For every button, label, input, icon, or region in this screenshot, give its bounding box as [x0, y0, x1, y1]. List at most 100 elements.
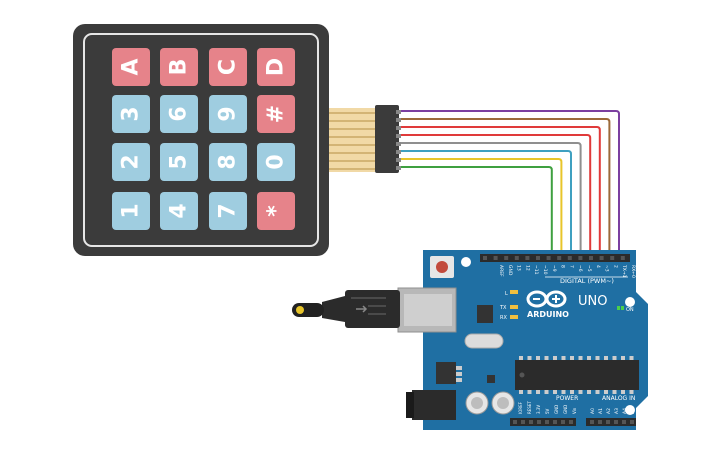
keypad-key-label: B: [167, 59, 192, 76]
keypad-key[interactable]: 8: [209, 143, 247, 181]
keypad-key[interactable]: C: [209, 48, 247, 86]
digital-pin-label: ~6: [577, 265, 583, 272]
usb-strain-relief: [322, 296, 345, 322]
keypad-connector: [375, 105, 399, 173]
digital-pin-label: 8: [560, 265, 566, 268]
usb-chip: [477, 305, 493, 323]
jumper-wire[interactable]: [401, 110, 620, 258]
digital-label: DIGITAL (PWM~): [560, 277, 614, 285]
rx-led: [510, 315, 518, 319]
power-pin-label: GND: [554, 405, 559, 414]
keypad-key[interactable]: D: [257, 48, 295, 86]
jumper-wire[interactable]: [401, 142, 582, 258]
power-pin-label: 5V: [545, 408, 550, 414]
digital-pin-label: 4: [595, 265, 601, 268]
keypad-key-label: 2: [119, 154, 144, 169]
keypad-key-face[interactable]: [209, 95, 247, 133]
l-led-label: L: [505, 291, 508, 297]
keypad-key-label: D: [264, 58, 289, 76]
keypad-key-face[interactable]: [257, 192, 295, 230]
jumper-wire[interactable]: [401, 134, 592, 258]
jumper-wire[interactable]: [401, 150, 572, 258]
keypad-key-face[interactable]: [160, 192, 198, 230]
keypad-key[interactable]: B: [160, 48, 198, 86]
analog-pin-label: A0: [590, 408, 596, 414]
keypad-key[interactable]: #: [257, 95, 295, 133]
power-pin-label: Vin: [572, 407, 577, 414]
keypad-key[interactable]: 2: [112, 143, 150, 181]
digital-pin-label: ~5: [586, 265, 592, 272]
digital-pin-label: ~11: [533, 265, 539, 275]
keypad-key[interactable]: 4: [160, 192, 198, 230]
keypad-key[interactable]: 3: [112, 95, 150, 133]
jumper-wire[interactable]: [401, 158, 563, 258]
keypad-key-face[interactable]: [257, 48, 295, 86]
keypad-border: [83, 33, 319, 247]
on-led-label: ON: [626, 307, 634, 313]
microcontroller-chip: [515, 360, 639, 390]
keypad-key-label: C: [216, 59, 241, 75]
jumper-wire[interactable]: [401, 118, 611, 258]
digital-pin-label: 12: [524, 265, 530, 271]
keypad-key-face[interactable]: [209, 143, 247, 181]
keypad-key-face[interactable]: [257, 95, 295, 133]
keypad-key-label: 1: [119, 203, 144, 218]
keypad-key-face[interactable]: [160, 48, 198, 86]
reset-button-cap[interactable]: [436, 261, 448, 273]
keypad-key-face[interactable]: [209, 48, 247, 86]
usb-cable-spark-icon: [296, 306, 304, 314]
usb-cable: [292, 290, 400, 328]
on-led: [617, 306, 620, 310]
digital-pin-label: 13: [516, 265, 522, 271]
keypad-key[interactable]: 0: [257, 143, 295, 181]
keypad-key-face[interactable]: [112, 192, 150, 230]
keypad-key-label: #: [264, 105, 289, 123]
usb-plug: [345, 290, 400, 328]
keypad-key-face[interactable]: [112, 48, 150, 86]
digital-pin-label: ~3: [604, 265, 610, 272]
arduino-logo: [526, 290, 567, 308]
analog-label: ANALOG IN: [602, 395, 635, 402]
jumper-wire[interactable]: [401, 166, 553, 258]
rx-led-label: RX: [500, 315, 507, 321]
usb-icon: [356, 305, 368, 313]
digital-pin-label: GND: [507, 265, 513, 276]
keypad-key-face[interactable]: [257, 143, 295, 181]
keypad-key[interactable]: 5: [160, 143, 198, 181]
keypad-key[interactable]: 1: [112, 192, 150, 230]
digital-pin-label: AREF: [498, 265, 504, 277]
keypad-key-label: 0: [264, 154, 289, 169]
keypad-key-label: 4: [167, 203, 192, 218]
tx-led-label: TX: [499, 305, 507, 311]
keypad-key-face[interactable]: [209, 192, 247, 230]
power-pin-label: IOREF: [518, 401, 523, 414]
voltage-regulator: [436, 362, 456, 384]
analog-pin-label: A2: [606, 408, 612, 414]
jumper-wires: [401, 110, 623, 259]
l-led: [510, 290, 518, 294]
keypad-key-face[interactable]: [160, 95, 198, 133]
keypad-key-face[interactable]: [160, 143, 198, 181]
keypad-key[interactable]: A: [112, 48, 150, 86]
keypad-key[interactable]: 7: [209, 192, 247, 230]
keypad-key[interactable]: *: [257, 192, 295, 230]
digital-pin-label: TX→1: [621, 264, 627, 278]
analog-header: [586, 418, 636, 426]
crystal-oscillator: [464, 333, 504, 349]
keypad-key-label: *: [264, 205, 289, 217]
keypad-key-label: 9: [216, 106, 241, 121]
analog-pin-label: A1: [598, 408, 604, 414]
analog-pin-label: A3: [614, 408, 620, 414]
keypad-key-face[interactable]: [112, 143, 150, 181]
keypad-key-face[interactable]: [112, 95, 150, 133]
jumper-wire[interactable]: [401, 126, 601, 258]
ribbon-cable: [329, 108, 375, 172]
power-label: POWER: [556, 395, 578, 402]
digital-pin-label: ~9: [551, 265, 557, 272]
keypad-key-label: 7: [216, 203, 241, 218]
keypad-key[interactable]: 6: [160, 95, 198, 133]
keypad-key-label: 6: [167, 106, 192, 121]
keypad-key[interactable]: 9: [209, 95, 247, 133]
